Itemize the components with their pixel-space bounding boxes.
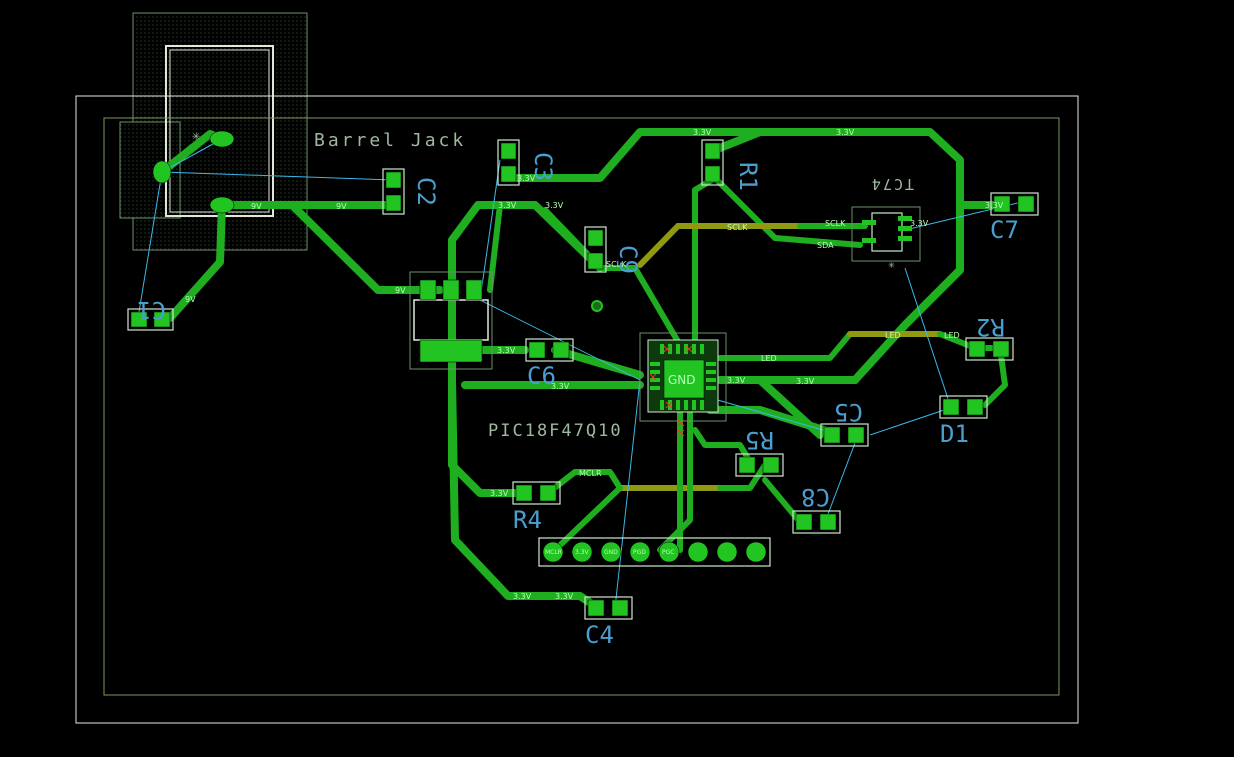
- board-keepout: [103, 117, 1060, 696]
- svg-text:3.3V: 3.3V: [551, 382, 570, 391]
- traces: [158, 128, 1008, 612]
- designator-c4: C4: [585, 621, 614, 649]
- designator-c2: C2: [412, 177, 440, 206]
- cap-c7[interactable]: [990, 192, 1039, 216]
- svg-text:3.3V: 3.3V: [513, 592, 532, 601]
- programming-header[interactable]: MCLR 3.3V GND PGD PGC: [538, 537, 771, 567]
- svg-text:9V: 9V: [395, 286, 406, 295]
- header-pin-4: PGD: [633, 549, 646, 556]
- resistor-r5[interactable]: [735, 453, 784, 477]
- svg-text:3.3V: 3.3V: [517, 174, 536, 183]
- svg-text:MCLR: MCLR: [579, 469, 602, 478]
- cap-c8[interactable]: [792, 510, 841, 534]
- svg-text:3.3V: 3.3V: [555, 592, 574, 601]
- sensor-label: TC74: [870, 175, 914, 193]
- designator-c8: C8: [801, 483, 830, 511]
- cap-c9[interactable]: [584, 226, 607, 273]
- designator-r2: R2: [976, 313, 1005, 341]
- regulator-u1[interactable]: [409, 271, 493, 370]
- svg-text:3.3V: 3.3V: [985, 201, 1004, 210]
- header-pin-1: MCLR: [545, 549, 562, 556]
- svg-text:SCLK: SCLK: [825, 219, 846, 228]
- cap-c1[interactable]: [127, 308, 174, 331]
- svg-text:3.3V: 3.3V: [910, 219, 929, 228]
- svg-text:3.3V: 3.3V: [693, 128, 712, 137]
- header-pin-2: 3.3V: [575, 549, 590, 556]
- svg-text:SCLK: SCLK: [727, 223, 748, 232]
- svg-text:3.3V: 3.3V: [490, 489, 509, 498]
- designator-c3: C3: [529, 152, 557, 181]
- via[interactable]: [591, 300, 603, 312]
- board-edge: [75, 95, 1079, 724]
- designator-c9: C9: [614, 245, 642, 274]
- cap-c3[interactable]: [497, 139, 520, 186]
- svg-text:SDA: SDA: [817, 241, 834, 250]
- mcu-gnd-pad-label: GND: [668, 373, 696, 387]
- svg-text:LED: LED: [885, 331, 901, 340]
- svg-text:9V: 9V: [251, 202, 262, 211]
- svg-text:LED: LED: [944, 331, 960, 340]
- svg-text:✳: ✳: [888, 258, 895, 271]
- designator-d1: D1: [940, 420, 969, 448]
- svg-text:3.3V: 3.3V: [727, 376, 746, 385]
- svg-text:✳: ✳: [192, 128, 201, 144]
- svg-text:3.3V: 3.3V: [796, 377, 815, 386]
- cap-c4[interactable]: [584, 596, 633, 620]
- barrel-jack-label: Barrel Jack: [314, 130, 466, 151]
- designator-c1: C1: [137, 296, 166, 324]
- svg-text:SCLK: SCLK: [606, 260, 627, 269]
- svg-text:3.3V: 3.3V: [498, 201, 517, 210]
- designator-r4: R4: [513, 506, 542, 534]
- svg-text:3.3V: 3.3V: [836, 128, 855, 137]
- cap-c6[interactable]: [525, 338, 574, 362]
- designator-c6: C6: [527, 362, 556, 390]
- resistor-r4[interactable]: [512, 481, 561, 505]
- sensor-tc74[interactable]: ✳: [851, 206, 921, 271]
- svg-text:9V: 9V: [185, 295, 196, 304]
- mcu-label: PIC18F47Q10: [488, 421, 623, 441]
- header-pin-5: PGC: [662, 549, 674, 556]
- diode-d1[interactable]: [939, 395, 988, 419]
- designator-c5: C5: [834, 398, 863, 426]
- net-labels: 9V 9V 9V 9V 3.3V 3.3V 3.3V 3.3V 3.3V 3.3…: [185, 128, 1004, 601]
- designators: C1 C2 C3 C4 C5 C6 C7 C8 C9 R1 R2 R4 R5 D…: [137, 152, 1019, 649]
- resistor-r2[interactable]: [965, 337, 1014, 361]
- svg-text:3.3V: 3.3V: [545, 201, 564, 210]
- cap-c5[interactable]: [820, 423, 869, 447]
- mcu-pic18f47q10[interactable]: GND: [639, 332, 727, 437]
- designator-c7: C7: [990, 216, 1019, 244]
- svg-text:3.3V: 3.3V: [497, 346, 516, 355]
- header-pin-3: GND: [604, 549, 618, 556]
- barrel-jack-pads[interactable]: ✳: [152, 128, 235, 214]
- cap-c2[interactable]: [382, 168, 405, 215]
- svg-text:LED: LED: [761, 354, 777, 363]
- svg-text:9V: 9V: [336, 202, 347, 211]
- designator-r5: R5: [745, 426, 774, 454]
- resistor-r1[interactable]: [701, 139, 724, 186]
- designator-r1: R1: [734, 162, 762, 191]
